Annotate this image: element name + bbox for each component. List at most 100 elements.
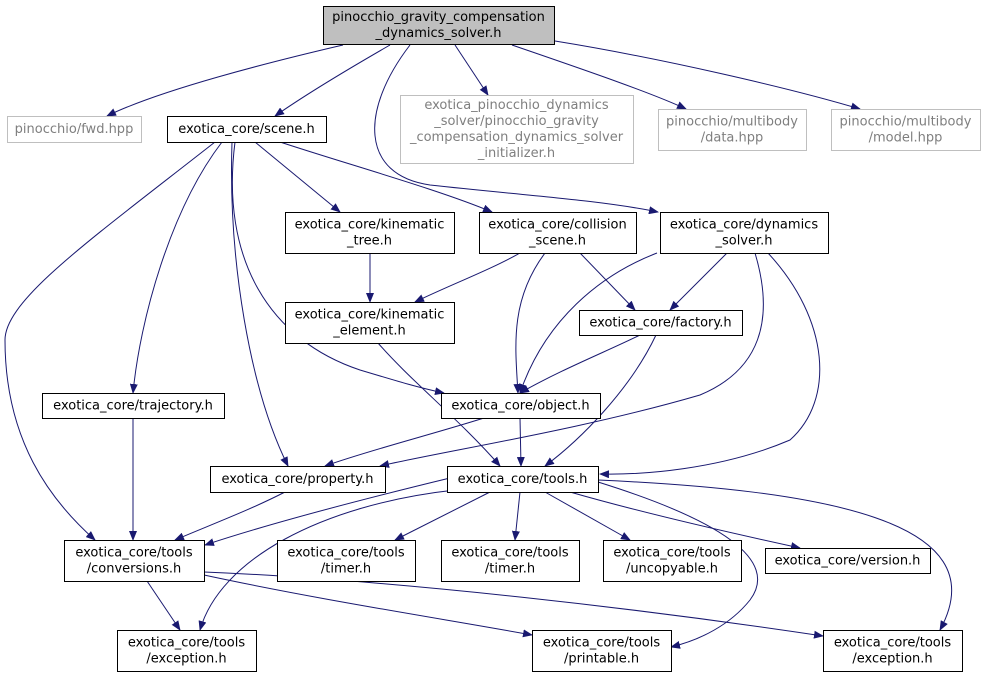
node-printable[interactable]: exotica_core/tools/printable.h — [532, 630, 672, 672]
edge-factory-to-object — [519, 334, 641, 394]
node-label-line: /timer.h — [321, 562, 371, 577]
node-tools[interactable]: exotica_core/tools.h — [447, 466, 599, 493]
node-label-line: exotica_core/dynamics — [670, 218, 818, 233]
node-label-line: exotica_core/kinematic — [295, 308, 445, 323]
node-label-line: exotica_core/scene.h — [178, 122, 314, 137]
node-box — [765, 548, 931, 574]
edge-root-to-fwd — [106, 44, 344, 117]
edge-cscene-to-factory — [579, 252, 636, 311]
edge-root-to-model — [554, 40, 861, 111]
node-label-line: exotica_core/tools — [834, 636, 951, 651]
node-init: exotica_pinocchio_dynamics_solver/pinocc… — [400, 95, 634, 164]
edge-root-to-init — [454, 44, 489, 96]
node-label-line: _compensation_dynamics_solver — [409, 130, 624, 145]
node-box — [658, 109, 807, 151]
edge-kelem-to-tools — [377, 342, 501, 467]
node-label-line: _initializer.h — [477, 146, 555, 161]
nodes: pinocchio_gravity_compensation_dynamics_… — [7, 6, 981, 672]
node-ktree[interactable]: exotica_core/kinematic_tree.h — [285, 212, 455, 254]
node-exc1[interactable]: exotica_core/tools/exception.h — [117, 630, 257, 672]
node-factory[interactable]: exotica_core/factory.h — [579, 310, 743, 336]
node-label-line: /printable.h — [564, 652, 639, 667]
edge-cscene-to-object — [513, 252, 546, 394]
node-label-line: /data.hpp — [701, 131, 764, 146]
edge-dsolver-to-object — [519, 252, 658, 394]
node-box — [277, 540, 416, 582]
node-box — [479, 212, 637, 254]
node-conv[interactable]: exotica_core/tools/conversions.h — [64, 540, 205, 582]
node-box — [823, 630, 963, 672]
edge-factory-to-tools — [544, 334, 657, 467]
node-label-line: _solver/pinocchio_gravity — [433, 114, 599, 129]
edge-scene-to-traj — [129, 141, 223, 394]
node-box — [42, 393, 225, 419]
node-property[interactable]: exotica_core/property.h — [210, 466, 386, 493]
node-traj[interactable]: exotica_core/trajectory.h — [42, 393, 225, 419]
edge-root-to-scene — [274, 44, 391, 117]
node-box — [285, 212, 455, 254]
node-label-line: exotica_core/version.h — [775, 554, 921, 569]
node-cscene[interactable]: exotica_core/collision_scene.h — [479, 212, 637, 254]
edge-tools-to-version — [569, 491, 801, 551]
edges — [4, 40, 953, 649]
node-timer1[interactable]: exotica_core/tools/timer.h — [277, 540, 416, 582]
node-label-line: exotica_core/kinematic — [295, 218, 445, 233]
node-label-line: exotica_core/tools — [128, 636, 245, 651]
node-box — [400, 95, 634, 164]
edge-tools-to-conv — [204, 477, 451, 546]
node-uncop[interactable]: exotica_core/tools/uncopyable.h — [603, 540, 742, 582]
edge-object-to-property — [324, 417, 485, 467]
node-label-line: exotica_core/tools.h — [458, 472, 588, 487]
node-label-line: _scene.h — [528, 234, 586, 249]
edge-object-to-tools — [516, 417, 525, 467]
node-label-line: _dynamics_solver.h — [375, 26, 502, 41]
node-box — [7, 116, 142, 143]
node-kelem[interactable]: exotica_core/kinematic_element.h — [285, 302, 455, 344]
edge-dsolver-to-tools — [599, 252, 821, 479]
node-label-line: exotica_core/tools — [451, 546, 568, 561]
edge-scene-to-object — [231, 141, 445, 396]
node-label-line: _tree.h — [346, 234, 392, 249]
node-label-line: exotica_core/collision — [488, 218, 626, 233]
node-box — [441, 540, 580, 582]
node-box — [323, 6, 555, 45]
node-label-line: exotica_core/property.h — [221, 472, 373, 487]
node-box — [210, 466, 386, 493]
edge-root-to-data — [511, 44, 687, 110]
edge-tools-to-exc1 — [198, 489, 456, 631]
node-box — [117, 630, 257, 672]
node-dsolver[interactable]: exotica_core/dynamics_solver.h — [660, 212, 829, 254]
node-box — [579, 310, 743, 336]
node-label-line: /exception.h — [146, 652, 226, 667]
node-timer2[interactable]: exotica_core/tools/timer.h — [441, 540, 580, 582]
node-label-line: /uncopyable.h — [626, 562, 718, 577]
edge-scene-to-conv — [4, 141, 216, 541]
edge-tools-to-timer1 — [394, 491, 491, 541]
node-version[interactable]: exotica_core/version.h — [765, 548, 931, 574]
node-box — [285, 302, 455, 344]
node-model: pinocchio/multibody/model.hpp — [831, 109, 981, 151]
edge-tools-to-timer2 — [511, 491, 521, 541]
node-box — [532, 630, 672, 672]
node-object[interactable]: exotica_core/object.h — [441, 393, 601, 419]
edge-dsolver-to-factory — [669, 252, 728, 311]
node-label-line: exotica_core/tools — [543, 636, 660, 651]
node-box — [167, 116, 327, 143]
edge-scene-to-property — [231, 141, 289, 467]
node-label-line: exotica_pinocchio_dynamics — [424, 98, 609, 113]
node-label-line: _element.h — [332, 324, 405, 339]
node-scene[interactable]: exotica_core/scene.h — [167, 116, 327, 143]
node-label-line: exotica_core/trajectory.h — [53, 399, 213, 414]
node-root[interactable]: pinocchio_gravity_compensation_dynamics_… — [323, 6, 555, 45]
node-exc2[interactable]: exotica_core/tools/exception.h — [823, 630, 963, 672]
node-label-line: pinocchio/multibody — [666, 115, 798, 130]
node-label-line: /exception.h — [852, 652, 932, 667]
node-label-line: pinocchio/fwd.hpp — [15, 122, 134, 137]
node-box — [447, 466, 599, 493]
node-label-line: /model.hpp — [869, 131, 943, 146]
node-box — [831, 109, 981, 151]
node-label-line: exotica_core/tools — [613, 546, 730, 561]
edge-root-to-dsolver — [374, 44, 659, 215]
edge-cscene-to-kelem — [414, 252, 521, 303]
node-label-line: /timer.h — [485, 562, 535, 577]
